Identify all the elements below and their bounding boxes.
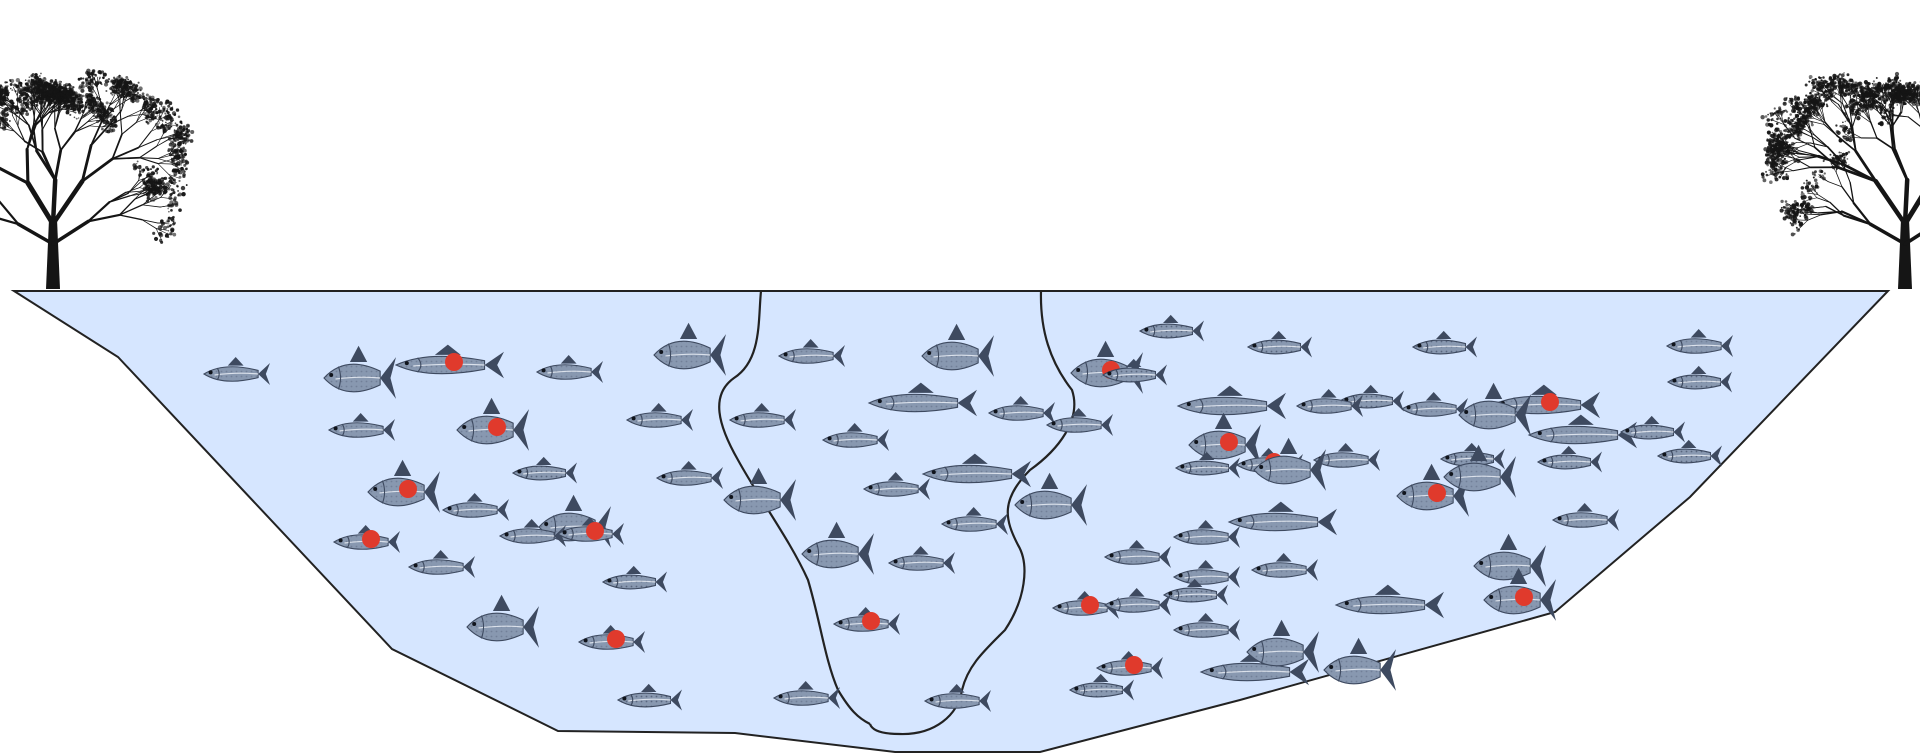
tree-icon <box>1760 72 1920 289</box>
tag-marker-icon <box>1515 588 1533 606</box>
tag-marker-icon <box>399 480 417 498</box>
tag-marker-icon <box>586 522 604 540</box>
tag-marker-icon <box>1081 596 1099 614</box>
tag-marker-icon <box>1125 656 1143 674</box>
tag-marker-icon <box>445 353 463 371</box>
tag-marker-icon <box>362 530 380 548</box>
tag-marker-icon <box>607 630 625 648</box>
tag-marker-icon <box>1541 393 1559 411</box>
trees <box>0 69 1920 289</box>
tree-icon <box>0 69 194 289</box>
tag-marker-icon <box>1220 433 1238 451</box>
tag-marker-icon <box>488 418 506 436</box>
tag-marker-icon <box>1428 484 1446 502</box>
tag-marker-icon <box>862 612 880 630</box>
